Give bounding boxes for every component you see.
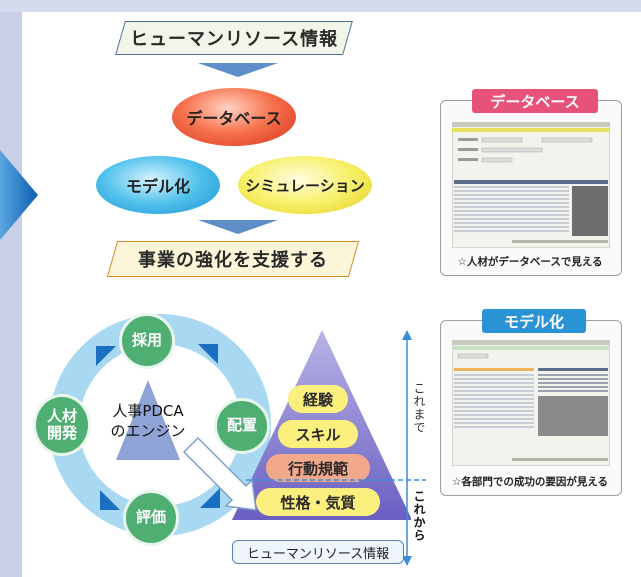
database-ellipse: データベース bbox=[172, 88, 296, 146]
hr-info-box: ヒューマンリソース情報 bbox=[232, 540, 404, 564]
pyramid-level-experience-label: 経験 bbox=[302, 390, 333, 409]
pyramid-level-personality: 性格・気質 bbox=[256, 488, 380, 516]
pyramid-level-experience: 経験 bbox=[288, 385, 348, 413]
pyramid-level-skill: スキル bbox=[278, 420, 358, 448]
step-placement: 配置 bbox=[214, 398, 270, 454]
step-evaluation-label: 評価 bbox=[135, 508, 166, 527]
down-arrow-icon bbox=[198, 63, 278, 77]
hr-info-box-label: ヒューマンリソース情報 bbox=[246, 546, 390, 562]
goal-banner-label: 事業の強化を支援する bbox=[138, 250, 328, 271]
dashed-line bbox=[246, 479, 426, 481]
model-ellipse: モデル化 bbox=[96, 156, 220, 214]
vertical-axis-arrow bbox=[402, 330, 412, 566]
big-arrow-icon bbox=[0, 150, 38, 240]
step-development-label-1: 人材 bbox=[46, 406, 77, 425]
database-screenshot-thumbnail bbox=[452, 122, 610, 248]
left-band bbox=[0, 0, 22, 577]
database-caption: ☆人材がデータベースで見える bbox=[457, 256, 603, 268]
step-development-label-2: 開発 bbox=[46, 424, 77, 442]
hr-info-banner: ヒューマンリソース情報 bbox=[115, 21, 353, 55]
top-band bbox=[0, 0, 641, 12]
model-screenshot-title: モデル化 bbox=[482, 309, 586, 333]
step-development: 人材 開発 bbox=[33, 394, 91, 456]
pyramid-level-conduct: 行動規範 bbox=[266, 454, 370, 482]
database-screenshot-title-label: データベース bbox=[490, 92, 580, 111]
pdca-center-line2: のエンジン bbox=[110, 421, 186, 440]
pointer-arrow-icon bbox=[182, 436, 257, 511]
simulation-ellipse: シミュレーション bbox=[238, 156, 372, 214]
step-recruit: 採用 bbox=[119, 313, 175, 369]
step-recruit-label: 採用 bbox=[131, 331, 162, 350]
down-arrow-icon bbox=[198, 220, 278, 234]
database-label: データベース bbox=[186, 109, 282, 128]
database-screenshot-title: データベース bbox=[472, 89, 598, 113]
simulation-label: シミュレーション bbox=[245, 176, 365, 195]
upper-label: これまで bbox=[411, 382, 428, 434]
cycle-arrows bbox=[96, 344, 220, 510]
cycle-arrow-icon bbox=[200, 488, 220, 508]
model-label: モデル化 bbox=[125, 177, 190, 196]
pyramid-level-skill-label: スキル bbox=[295, 425, 341, 444]
pdca-center-text: 人事PDCA のエンジン bbox=[92, 402, 204, 441]
step-placement-label: 配置 bbox=[226, 416, 257, 435]
pyramid-level-personality-label: 性格・気質 bbox=[280, 493, 356, 512]
pdca-center-line1: 人事PDCA bbox=[112, 402, 184, 420]
model-caption: ☆各部門での成功の要因が見える bbox=[451, 476, 609, 488]
pyramid-level-conduct-label: 行動規範 bbox=[287, 459, 348, 478]
lower-label: これから bbox=[411, 490, 428, 542]
cycle-arrow-icon bbox=[100, 490, 120, 510]
model-screenshot-title-label: モデル化 bbox=[503, 312, 564, 331]
hr-info-banner-label: ヒューマンリソース情報 bbox=[129, 29, 339, 50]
center-triangle bbox=[116, 380, 180, 460]
cycle-arrow-icon bbox=[198, 344, 218, 364]
step-evaluation: 評価 bbox=[123, 490, 179, 546]
model-screenshot-thumbnail bbox=[452, 340, 610, 466]
cycle-arrow-icon bbox=[96, 346, 116, 366]
goal-banner: 事業の強化を支援する bbox=[106, 241, 360, 277]
